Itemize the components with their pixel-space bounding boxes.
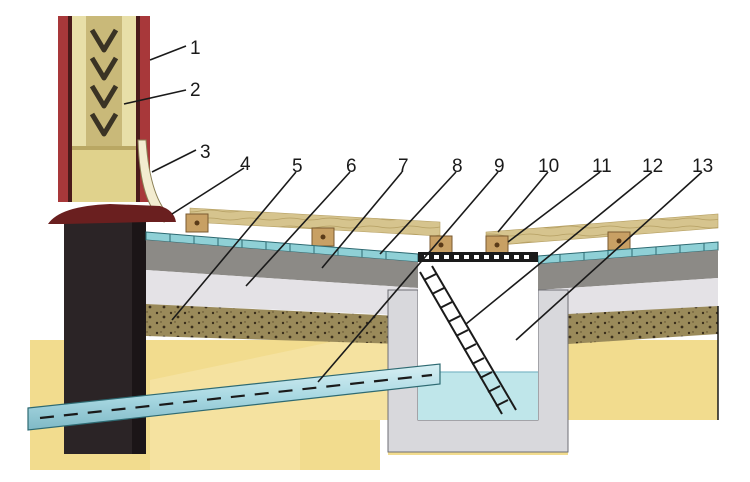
insulation-chevrons bbox=[89, 28, 119, 137]
joists bbox=[185, 213, 631, 255]
leader-lines bbox=[123, 45, 703, 383]
callout-label-2: 2 bbox=[190, 80, 201, 101]
screed-layer-left bbox=[146, 240, 418, 288]
drain-grate-slots bbox=[424, 255, 529, 259]
callout-label-1: 1 bbox=[190, 38, 201, 59]
callout-label-13: 13 bbox=[692, 156, 713, 177]
tile-joints bbox=[169, 234, 705, 262]
sill-flashing bbox=[48, 204, 176, 224]
callout-label-12: 12 bbox=[642, 156, 663, 177]
wall-lining-left bbox=[72, 16, 86, 146]
wall-log-dark-right bbox=[136, 16, 140, 202]
floor-boards-right bbox=[485, 213, 719, 247]
wall-outer-right bbox=[140, 16, 150, 202]
wall-lining-right bbox=[122, 16, 136, 146]
base-layer-right bbox=[568, 306, 718, 344]
callout-labels: 1 2 3 4 5 6 7 8 9 10 11 12 13 bbox=[190, 38, 713, 177]
callout-label-4: 4 bbox=[240, 154, 251, 175]
base-layer-left bbox=[146, 304, 400, 344]
drain-pipe-flow-line bbox=[39, 373, 433, 420]
wall-log-dark-left bbox=[68, 16, 72, 202]
callout-label-7: 7 bbox=[398, 156, 409, 177]
ladder-strainer bbox=[419, 265, 517, 415]
callout-label-9: 9 bbox=[494, 156, 505, 177]
wall-outer-left bbox=[58, 16, 68, 202]
foundation-post-shade bbox=[132, 214, 146, 454]
callout-label-5: 5 bbox=[292, 156, 303, 177]
callout-label-11: 11 bbox=[592, 156, 612, 177]
callout-label-3: 3 bbox=[200, 142, 211, 163]
insulation-layer-left bbox=[146, 270, 418, 316]
wall-bottom-block bbox=[72, 146, 136, 202]
wall-bottom-block-edge bbox=[72, 146, 136, 150]
wall-insulation bbox=[86, 16, 122, 146]
callout-label-8: 8 bbox=[452, 156, 463, 177]
callout-label-10: 10 bbox=[538, 156, 559, 177]
insulation-layer-right bbox=[538, 278, 718, 316]
callout-label-6: 6 bbox=[346, 156, 357, 177]
